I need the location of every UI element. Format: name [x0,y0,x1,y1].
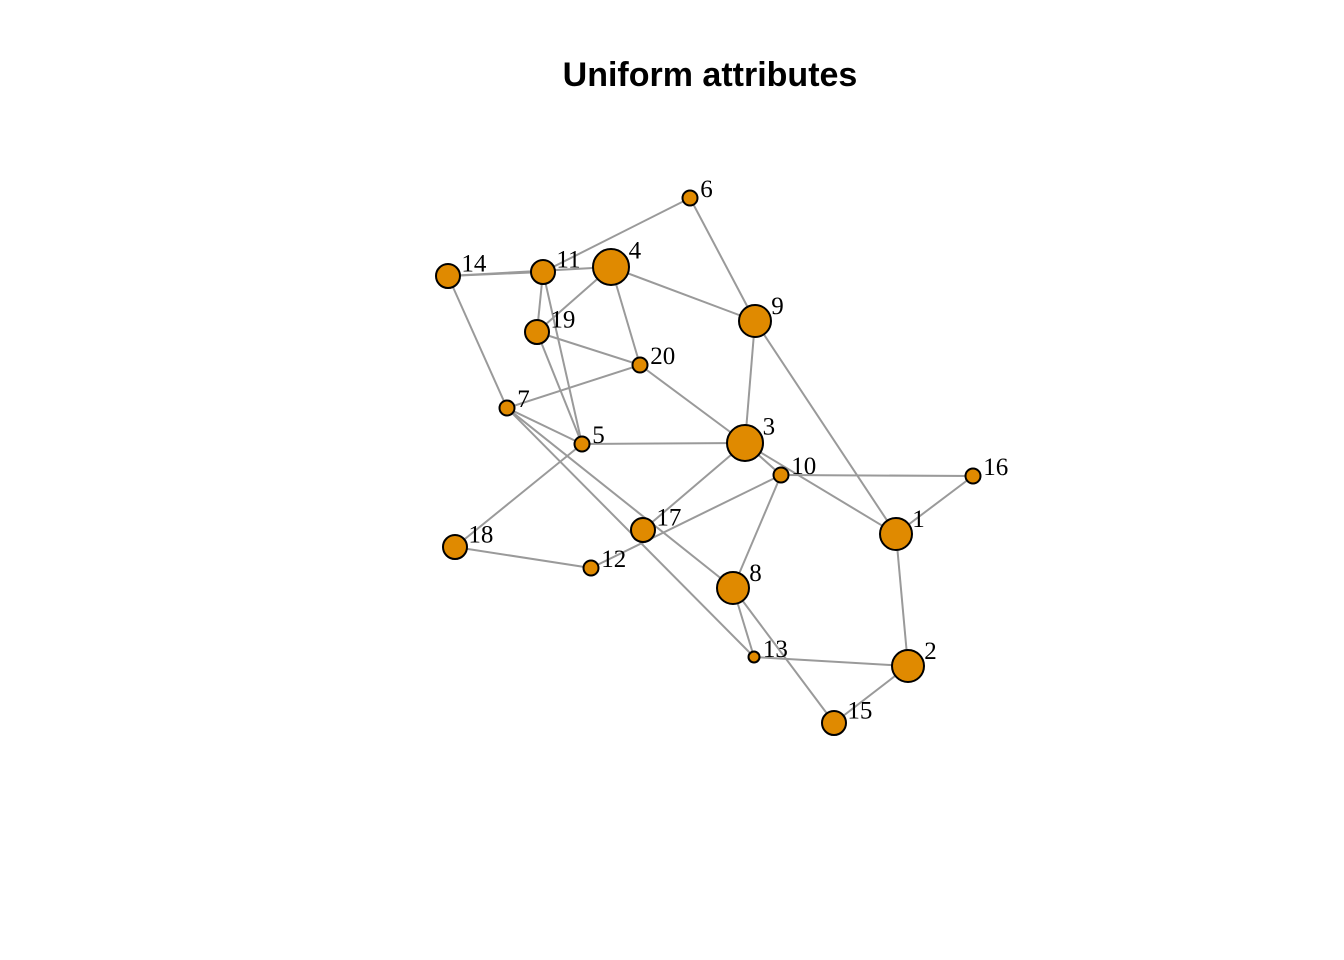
node-20[interactable]: 20 [631,343,676,374]
node-6[interactable]: 6 [681,176,713,207]
node-18[interactable]: 18 [442,522,493,560]
node-circle-11[interactable] [530,259,556,285]
edge-18-12 [454,546,592,569]
edge-19-5 [536,331,583,445]
node-circle-16[interactable] [964,467,982,485]
node-label-6: 6 [700,176,713,203]
edge-11-6 [542,197,691,273]
node-4[interactable]: 4 [592,237,642,286]
node-11[interactable]: 11 [530,247,580,285]
edge-3-1 [744,442,897,535]
node-label-7: 7 [517,386,530,413]
node-14[interactable]: 14 [435,251,487,289]
edge-9-1 [754,320,897,535]
edge-11-5 [542,271,583,445]
edge-10-8 [732,474,782,589]
edge-20-3 [639,364,746,444]
chart-title: Uniform attributes [562,56,858,94]
node-circle-17[interactable] [630,517,656,543]
node-16[interactable]: 16 [964,454,1009,485]
node-circle-10[interactable] [772,466,790,484]
node-label-19: 19 [550,307,575,334]
node-label-10: 10 [791,453,816,480]
node-label-1: 1 [912,506,925,533]
node-label-15: 15 [847,698,872,725]
edge-7-8 [506,407,734,589]
node-circle-13[interactable] [747,650,761,664]
node-circle-5[interactable] [573,435,591,453]
node-circle-2[interactable] [891,649,925,683]
node-circle-7[interactable] [498,399,516,417]
edge-9-3 [744,320,756,444]
edge-10-12 [590,474,782,569]
node-label-14: 14 [461,251,487,278]
node-17[interactable]: 17 [630,505,681,543]
node-label-16: 16 [983,454,1008,481]
node-label-8: 8 [749,560,762,587]
node-circle-15[interactable] [821,710,847,736]
node-circle-19[interactable] [524,319,550,345]
edges-layer [447,197,974,724]
node-circle-6[interactable] [681,189,699,207]
node-circle-18[interactable] [442,534,468,560]
node-10[interactable]: 10 [772,453,817,484]
node-label-17: 17 [656,505,681,532]
edge-20-7 [506,364,641,409]
node-label-2: 2 [924,638,937,665]
node-circle-20[interactable] [631,356,649,374]
node-13[interactable]: 13 [747,636,788,664]
node-circle-14[interactable] [435,263,461,289]
edge-4-9 [610,266,756,322]
node-label-20: 20 [650,343,675,370]
edge-19-20 [536,331,641,366]
edge-8-15 [732,587,835,724]
node-label-12: 12 [601,546,626,573]
edge-13-2 [753,656,909,667]
edge-7-5 [506,407,583,445]
node-circle-9[interactable] [738,304,772,338]
node-circle-4[interactable] [592,248,630,286]
edge-3-17 [642,442,746,531]
edge-10-16 [780,474,974,477]
node-label-5: 5 [592,422,605,449]
edge-14-7 [447,275,508,409]
node-circle-1[interactable] [879,517,913,551]
node-circle-8[interactable] [716,571,750,605]
node-15[interactable]: 15 [821,698,872,736]
node-label-11: 11 [556,247,580,274]
node-9[interactable]: 9 [738,293,784,338]
node-label-3: 3 [763,413,776,440]
edge-14-4 [447,266,612,277]
node-5[interactable]: 5 [573,422,605,453]
edge-1-2 [895,533,909,667]
node-8[interactable]: 8 [716,560,762,605]
node-label-9: 9 [771,293,784,320]
node-3[interactable]: 3 [726,413,776,462]
node-2[interactable]: 2 [891,638,937,683]
node-label-13: 13 [763,636,788,663]
edge-5-3 [581,442,746,445]
node-circle-12[interactable] [582,559,600,577]
node-circle-3[interactable] [726,424,764,462]
edge-6-9 [689,197,756,322]
node-19[interactable]: 19 [524,307,575,345]
node-1[interactable]: 1 [879,506,925,551]
node-12[interactable]: 12 [582,546,627,577]
node-7[interactable]: 7 [498,386,530,417]
node-label-4: 4 [629,237,642,264]
node-label-18: 18 [468,522,493,549]
edge-5-18 [454,443,583,548]
